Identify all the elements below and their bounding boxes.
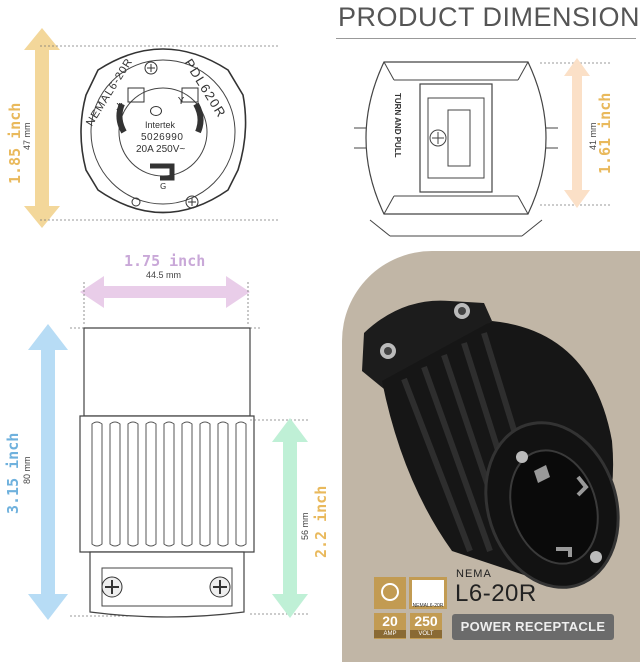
face-brand-label: Intertek xyxy=(145,120,176,130)
side-inch-label: 1.61 inch xyxy=(596,92,614,174)
face-guide-lines xyxy=(40,45,280,221)
face-slot-y-label: Y xyxy=(178,96,185,107)
width-inch-label: 1.75 inch xyxy=(124,252,206,270)
page-title: PRODUCT DIMENSION xyxy=(338,2,640,32)
nema-certification-badge: NEMAL6-20R xyxy=(409,577,447,609)
face-number-label: 5026990 xyxy=(141,132,184,143)
width-dimension-arrow xyxy=(80,276,250,308)
face-slot-x-label: X xyxy=(116,102,123,113)
face-slot-g-label: G xyxy=(160,182,167,191)
side-dimension-arrow xyxy=(564,58,590,208)
title-divider xyxy=(336,38,636,39)
amp-unit: AMP xyxy=(374,630,406,638)
volt-value: 250 xyxy=(414,613,438,629)
face-mm-label: 47 mm xyxy=(22,122,32,150)
length-dimension-arrow xyxy=(28,324,68,620)
grip-guide-lines xyxy=(250,419,310,615)
grip-mm-label: 56 mm xyxy=(300,512,310,540)
side-mm-label: 41 mm xyxy=(588,122,598,150)
intertek-logo-icon xyxy=(150,106,162,116)
product-type-label: POWER RECEPTACLE xyxy=(452,614,614,640)
side-turn-text: TURN AND PULL xyxy=(393,93,402,158)
amp-rating-badge: 20 AMP xyxy=(374,613,406,639)
body-side-drawing xyxy=(70,327,260,618)
nema-label: NEMA xyxy=(456,568,492,580)
length-inch-label: 3.15 inch xyxy=(4,432,22,514)
face-dimension-arrow xyxy=(24,28,60,228)
face-rating-label: 20A 250V~ xyxy=(136,144,186,155)
model-label: L6-20R xyxy=(455,580,537,607)
width-guide-lines xyxy=(83,282,249,326)
side-view-drawing xyxy=(354,61,558,237)
volt-unit: VOLT xyxy=(410,630,442,638)
grip-dimension-arrow xyxy=(272,418,308,618)
amp-value: 20 xyxy=(382,613,398,629)
ul-certification-icon xyxy=(374,577,406,609)
receptacle-photo xyxy=(362,300,620,589)
receptacle-face-drawing xyxy=(80,48,247,214)
product-photo-panel xyxy=(342,251,640,662)
cert-caption: NEMAL6-20R xyxy=(412,603,444,609)
grip-inch-label: 2.2 inch xyxy=(312,485,330,558)
length-mm-label: 80 mm xyxy=(22,456,32,484)
width-mm-label: 44.5 mm xyxy=(146,270,182,280)
volt-rating-badge: 250 VOLT xyxy=(410,613,442,639)
